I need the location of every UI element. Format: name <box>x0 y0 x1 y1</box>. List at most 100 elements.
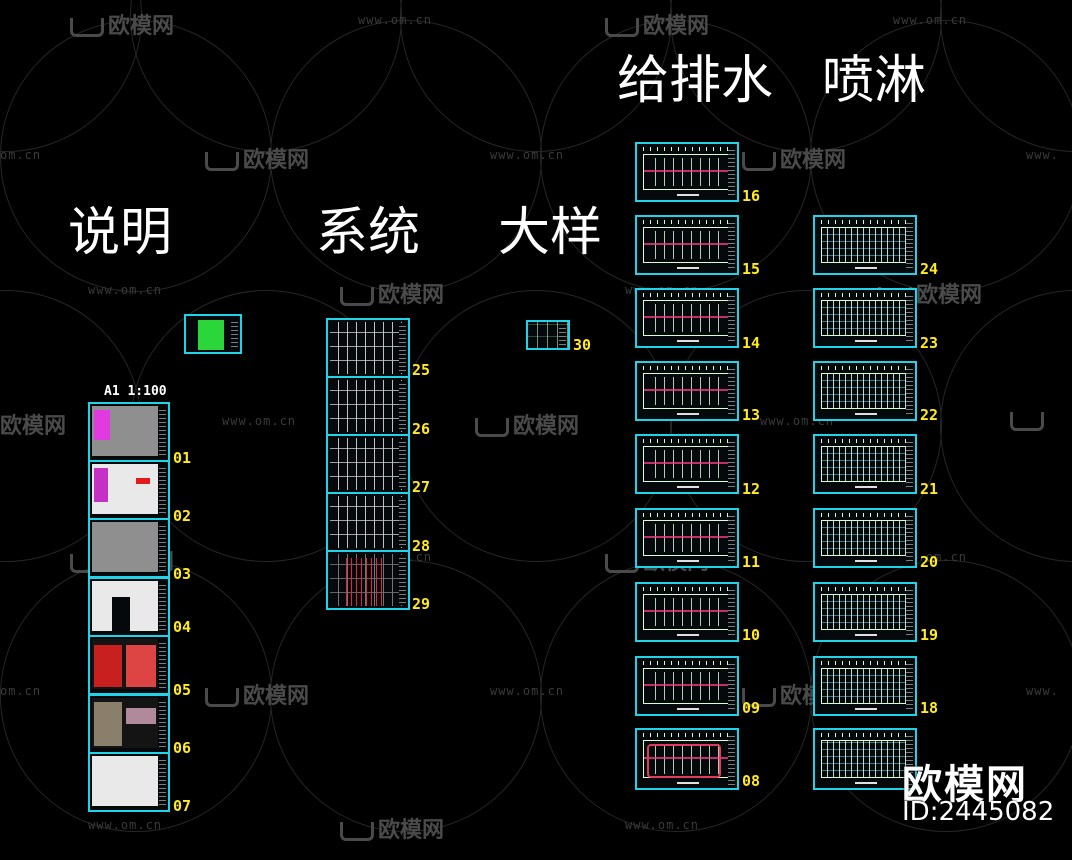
sheet-content <box>677 708 699 710</box>
sheet-sprinkler-20[interactable] <box>813 508 917 568</box>
sheet-number: 12 <box>742 480 761 498</box>
watermark-url: www.om.cn <box>490 148 565 162</box>
sheet-title-block <box>906 661 913 711</box>
sheet-title-block <box>728 293 735 343</box>
sheet-title-block <box>399 439 406 489</box>
sheet-content <box>677 634 699 636</box>
sheet-number: 19 <box>920 626 939 644</box>
sheet-system-29[interactable] <box>326 550 410 610</box>
watermark-circle <box>810 560 1072 832</box>
sheet-title-block <box>728 513 735 563</box>
sheet-number: 29 <box>412 595 431 613</box>
sheet-content <box>643 520 731 556</box>
sheet-system-28[interactable] <box>326 492 410 552</box>
sheet-content <box>643 668 731 704</box>
sheet-content <box>855 782 877 784</box>
sheet-sprinkler-21[interactable] <box>813 434 917 494</box>
sheet-system-25[interactable] <box>326 318 410 378</box>
sheet-sprinkler-17[interactable] <box>813 728 917 790</box>
sheet-content <box>821 668 909 704</box>
sheet-title-block <box>728 220 735 270</box>
sheet-sprinkler-18[interactable] <box>813 656 917 716</box>
sheet-content <box>821 439 909 443</box>
sheet-content <box>136 478 150 484</box>
sheet-content <box>342 558 382 606</box>
sofa-icon <box>1010 411 1044 431</box>
sheet-title-block <box>906 366 913 416</box>
sofa-icon <box>742 151 776 171</box>
sheet-title-block <box>906 587 913 637</box>
sheet-content <box>643 513 731 517</box>
sheet-system-26[interactable] <box>326 376 410 436</box>
watermark-url: om.cn <box>0 684 42 698</box>
watermark-logo: 欧模网 <box>205 142 309 174</box>
sheet-sprinkler-22[interactable] <box>813 361 917 421</box>
sheet-content <box>643 661 731 665</box>
sheet-description-04[interactable] <box>88 577 170 637</box>
sheet-content <box>677 340 699 342</box>
heading-explanation: 说明 <box>68 203 173 263</box>
sheet-cover[interactable] <box>184 314 242 354</box>
sheet-water-11[interactable] <box>635 508 739 568</box>
watermark-logo: 欧模网 <box>205 678 309 710</box>
sheet-content <box>643 154 731 190</box>
sheet-water-14[interactable] <box>635 288 739 348</box>
sheet-number: 01 <box>173 449 192 467</box>
sheet-title-block <box>159 523 166 573</box>
sheet-number: 13 <box>742 406 761 424</box>
sheet-water-15[interactable] <box>635 215 739 275</box>
sheet-title-block <box>159 699 166 749</box>
sofa-icon <box>475 417 509 437</box>
sheet-content <box>677 194 699 196</box>
sheet-content <box>855 486 877 488</box>
sheet-content <box>821 220 909 224</box>
sheet-content <box>643 366 731 370</box>
sheet-water-16[interactable] <box>635 142 739 202</box>
sheet-water-12[interactable] <box>635 434 739 494</box>
watermark-logo <box>1010 408 1048 433</box>
sheet-number: 11 <box>742 553 761 571</box>
sheet-content <box>821 587 909 591</box>
sheet-number: 09 <box>742 699 761 717</box>
sheet-title-block <box>906 513 913 563</box>
sheet-title-block <box>159 757 166 807</box>
sheet-description-03[interactable] <box>88 518 170 578</box>
sheet-water-08[interactable] <box>635 728 739 790</box>
sheet-water-10[interactable] <box>635 582 739 642</box>
sheet-description-07[interactable] <box>88 752 170 812</box>
sheet-content <box>855 634 877 636</box>
brand-id: ID:2445082 <box>902 797 1055 827</box>
sofa-icon <box>70 17 104 37</box>
brand-logo: 欧模网 <box>902 762 1028 808</box>
sheet-description-06[interactable] <box>88 694 170 754</box>
watermark-circle <box>940 290 1072 562</box>
sheet-description-01[interactable] <box>88 402 170 462</box>
sheet-content <box>643 740 731 778</box>
sheet-content <box>677 782 699 784</box>
sheet-title-block <box>399 381 406 431</box>
sheet-number: 28 <box>412 537 431 555</box>
sheet-content <box>855 413 877 415</box>
sheet-description-02[interactable] <box>88 460 170 520</box>
watermark-url: www. <box>1026 148 1059 162</box>
sheet-content <box>643 587 731 591</box>
sheet-water-13[interactable] <box>635 361 739 421</box>
sheet-content <box>677 413 699 415</box>
watermark-logo: 欧模网 <box>0 414 67 439</box>
sheet-content <box>643 227 731 263</box>
sheet-content <box>821 594 909 630</box>
sheet-title-block <box>159 582 166 632</box>
sheet-system-27[interactable] <box>326 434 410 494</box>
sheet-water-09[interactable] <box>635 656 739 716</box>
sheet-sprinkler-23[interactable] <box>813 288 917 348</box>
sheet-title-block <box>906 733 913 785</box>
sheet-sprinkler-19[interactable] <box>813 582 917 642</box>
sheet-description-05[interactable] <box>88 635 170 695</box>
sheet-sprinkler-24[interactable] <box>813 215 917 275</box>
sheet-content <box>330 322 406 374</box>
heading-sprinkler: 喷淋 <box>822 51 927 111</box>
sheet-detail-30[interactable] <box>526 320 570 350</box>
watermark-logo: 欧模网 <box>340 277 444 309</box>
sheet-content <box>821 520 909 556</box>
